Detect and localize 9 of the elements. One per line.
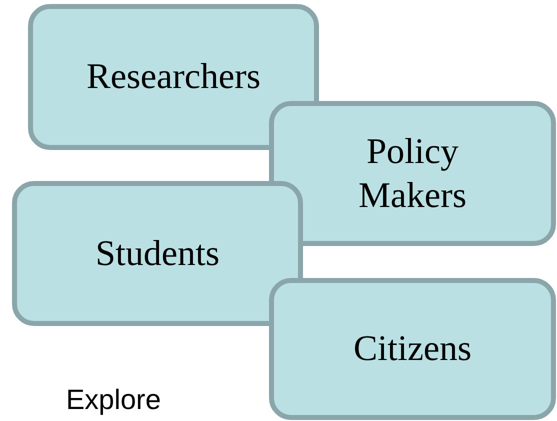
box-label: Citizens xyxy=(354,327,472,370)
caption-text: Explore xyxy=(66,383,161,417)
rounded-box xyxy=(269,101,556,246)
rounded-box xyxy=(12,181,303,326)
rounded-box xyxy=(269,278,556,420)
box-label: Students xyxy=(95,232,220,275)
box-label: Researchers xyxy=(86,55,260,98)
rounded-box xyxy=(28,4,319,150)
box-label: Policy Makers xyxy=(358,130,468,216)
